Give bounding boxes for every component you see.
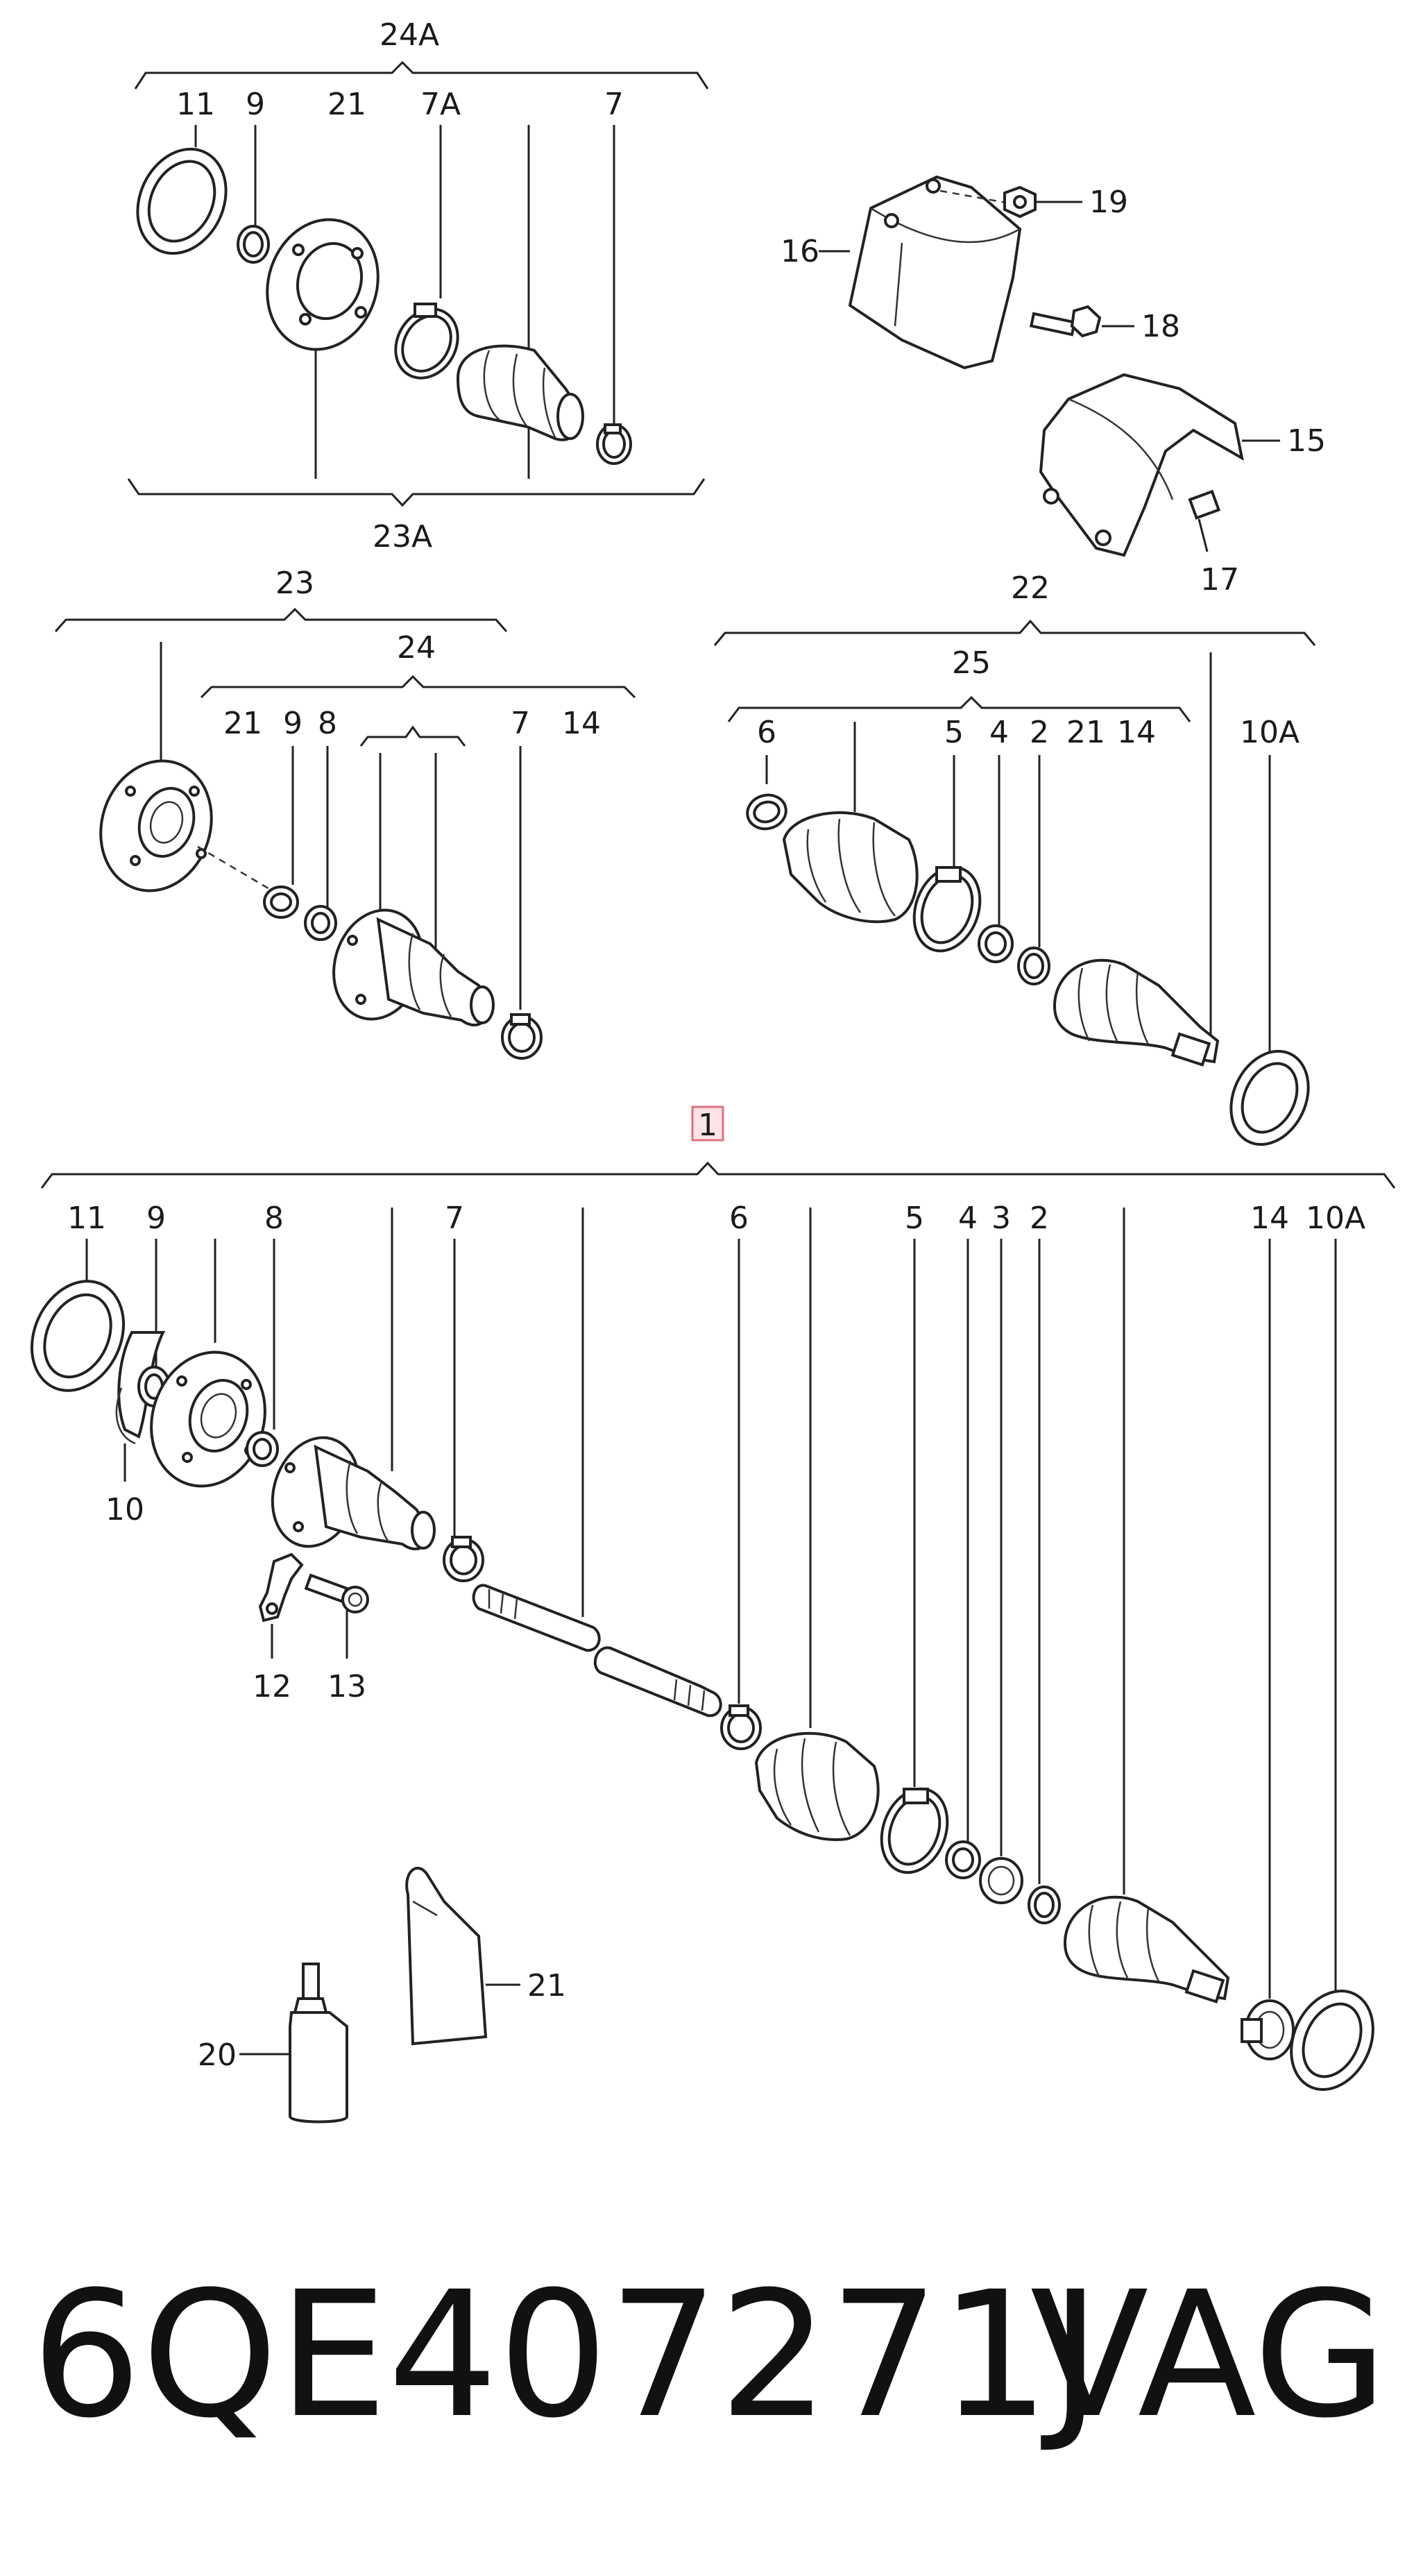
label-9: 9 [283,706,303,741]
label-2: 2 [1030,1201,1049,1236]
label-23: 23 [275,566,314,601]
label-21: 21 [1066,715,1105,750]
bolt-13 [304,1573,369,1613]
circlip-4 [978,924,1014,963]
group-1-full-driveshaft: 1 11 9 8 7 6 5 4 3 2 14 10A [30,1105,1396,2124]
bolt-17 [1188,489,1221,552]
label-6: 6 [729,1201,749,1236]
boot-25 [782,811,919,924]
cv-joint-21 [266,218,380,351]
clamp-7 [443,1536,484,1582]
label-8: 8 [318,706,337,741]
label-22: 22 [1011,570,1050,606]
clamp-5 [880,1787,949,1874]
label-11: 11 [67,1201,106,1236]
label-14: 14 [562,706,601,741]
group-23: 23 24 21 9 8 7 14 [54,566,636,1060]
label-19: 19 [1089,185,1128,220]
circlip-9 [263,886,299,919]
label-7a: 7A [420,87,461,122]
label-13: 13 [327,1669,366,1704]
spacer-ring-3 [979,1857,1023,1904]
washer-8 [304,905,337,941]
brand-name: VAG [1030,2254,1388,2456]
label-15: 15 [1287,423,1326,459]
label-14: 14 [1250,1201,1289,1236]
label-7: 7 [445,1201,464,1236]
label-8: 8 [264,1201,284,1236]
outer-joint-21 [1053,958,1220,1067]
boot-24 [332,908,495,1027]
label-23a: 23A [373,519,432,554]
sealant-bottle-20 [289,1963,348,2124]
label-5: 5 [944,715,964,750]
nut-14 [1241,1999,1295,2060]
drive-shaft [472,1584,722,1718]
washer-8 [246,1431,279,1467]
part-number: 6QE407271J [31,2254,1101,2456]
label-10a: 10A [1306,1201,1365,1236]
seal-ring-11 [30,1280,126,1392]
seal-ring-10a [1290,1990,1374,2091]
label-24a: 24A [380,17,439,53]
label-21: 21 [527,1968,566,2003]
label-10: 10 [105,1492,144,1527]
circlip-2 [1028,1886,1061,1924]
clamp-7 [596,423,632,465]
lock-plate-12 [258,1552,304,1622]
label-12: 12 [253,1669,291,1704]
heat-shield-group: 19 16 18 15 17 [781,175,1326,598]
heat-shield-16 [848,175,1022,370]
label-17: 17 [1200,562,1239,598]
circlip-4 [945,1840,981,1879]
label-10a: 10A [1240,715,1300,750]
label-4: 4 [989,715,1009,750]
footer: 6QE407271J VAG [31,2254,1388,2456]
label-7: 7 [511,706,530,741]
clamp-7 [501,1013,543,1060]
clamp-6 [720,1704,762,1750]
highlight-box-1 [691,1105,724,1142]
label-9: 9 [246,87,265,122]
label-18: 18 [1141,309,1180,344]
label-3: 3 [991,1201,1011,1236]
label-11: 11 [176,87,215,122]
label-5: 5 [905,1201,924,1236]
grease-sachet-21 [405,1867,488,2046]
label-21: 21 [327,87,366,122]
heat-shield-15 [1039,373,1244,557]
boot-inner [754,1731,880,1841]
label-1: 1 [698,1108,717,1143]
label-14: 14 [1117,715,1156,750]
clamp-5 [912,865,982,953]
boot-23a [456,344,584,441]
label-4: 4 [958,1201,978,1236]
seal-ring-10a [1229,1049,1310,1146]
label-16: 16 [781,234,819,269]
label-7: 7 [604,87,624,122]
label-2: 2 [1030,715,1049,750]
group-24a: 24A 11 9 21 7A 7 [127,17,709,554]
label-21: 21 [223,706,262,741]
label-25: 25 [952,645,991,681]
cv-joint-23 [99,759,213,892]
label-20: 20 [198,2037,237,2073]
label-24: 24 [397,630,436,666]
bolt-18 [1029,305,1102,338]
clamp-7a [394,303,459,380]
label-6: 6 [757,715,776,750]
label-9: 9 [146,1201,166,1236]
nut-19 [1003,185,1037,219]
boot [271,1436,436,1551]
clamp-6 [746,793,787,831]
outer-joint [1063,1895,1230,2003]
circlip-2 [1017,947,1050,985]
group-22: 22 25 6 5 4 2 21 14 10A [713,570,1316,1146]
